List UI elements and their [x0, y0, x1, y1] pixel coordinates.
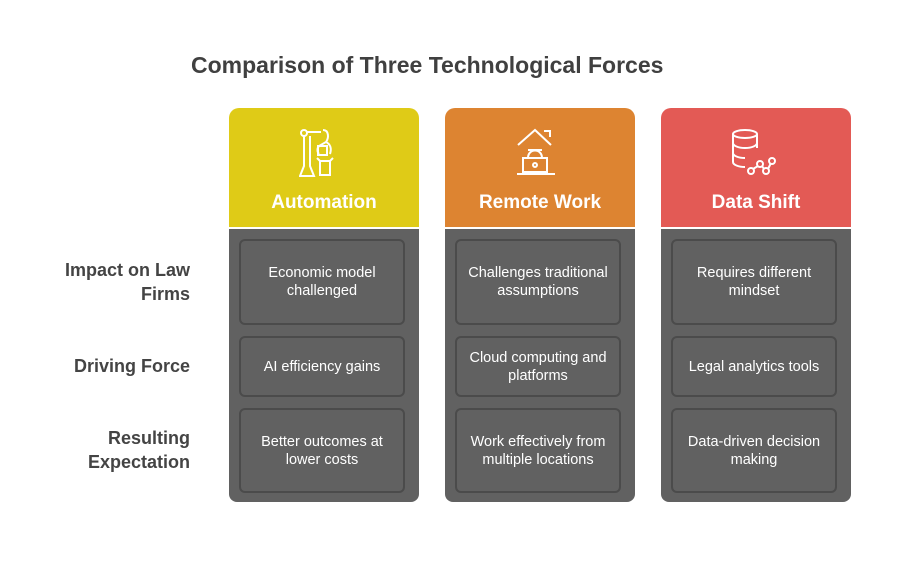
cell: AI efficiency gains	[239, 336, 405, 397]
column-body: Requires different mindset Legal analyti…	[661, 229, 851, 502]
column-remote-work: Remote Work Challenges traditional assum…	[445, 108, 635, 502]
cell: Work effectively from multiple locations	[455, 408, 621, 493]
row-label-resulting-expectation: Resulting Expectation	[87, 428, 190, 472]
column-header: Remote Work	[445, 108, 635, 227]
column-title: Data Shift	[711, 192, 801, 213]
cell: Requires different mindset	[671, 239, 837, 325]
cell: Data-driven decision making	[671, 408, 837, 493]
cell: Legal analytics tools	[671, 336, 837, 397]
row-label-impact: Impact on Law Firms	[64, 260, 190, 304]
column-body: Challenges traditional assumptions Cloud…	[445, 229, 635, 502]
column-automation: Automation Economic model challenged AI …	[229, 108, 419, 502]
cell: Cloud computing and platforms	[455, 336, 621, 397]
column-title: Automation	[271, 192, 377, 213]
diagram-title: Comparison of Three Technological Forces	[191, 52, 664, 78]
cell: Economic model challenged	[239, 239, 405, 325]
column-data-shift: Data Shift Requires different mindset Le…	[661, 108, 851, 502]
robot-arm-icon	[299, 129, 334, 177]
column-header: Automation	[229, 108, 419, 227]
cell: Better outcomes at lower costs	[239, 408, 405, 493]
cell: Challenges traditional assumptions	[455, 239, 621, 325]
column-body: Economic model challenged AI efficiency …	[229, 229, 419, 502]
database-analytics-icon	[732, 129, 776, 175]
row-label-driving-force: Driving Force	[73, 356, 190, 376]
home-laptop-icon	[517, 128, 555, 175]
column-header: Data Shift	[661, 108, 851, 227]
column-title: Remote Work	[478, 192, 602, 213]
